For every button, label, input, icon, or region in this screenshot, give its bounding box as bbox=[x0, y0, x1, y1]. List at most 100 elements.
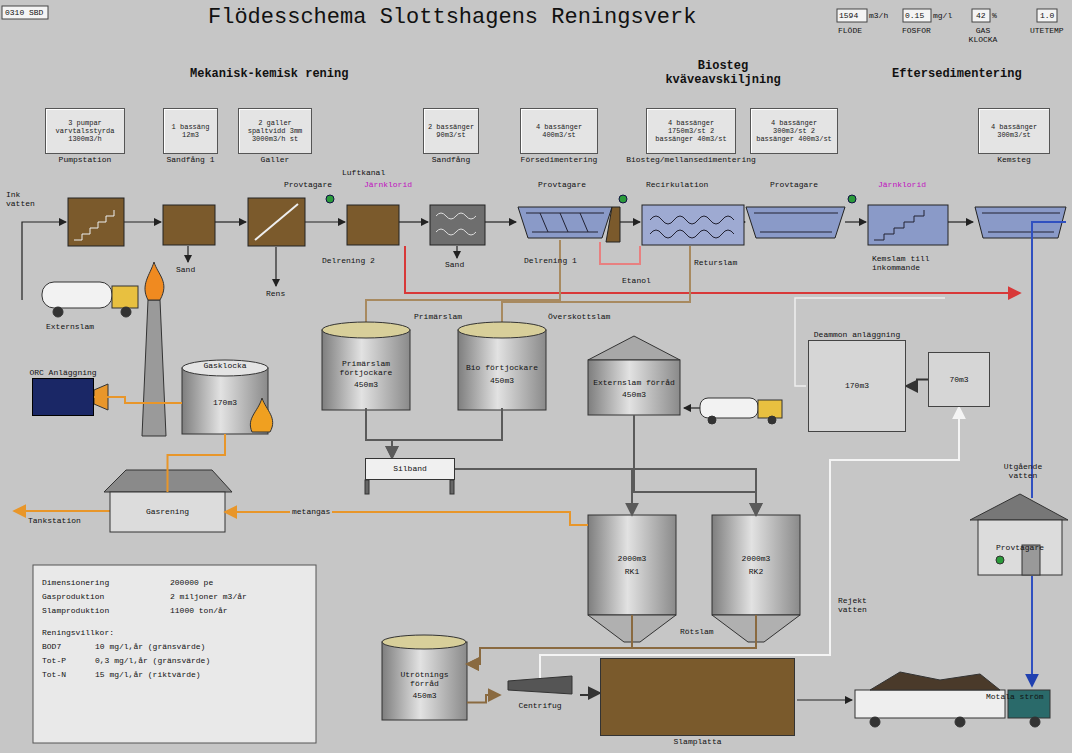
pipe-connector bbox=[634, 415, 756, 515]
pipe-label: metangas bbox=[290, 507, 332, 516]
pipe-connector bbox=[467, 615, 756, 664]
pipe-connector bbox=[225, 512, 588, 525]
label-text: Järnklorid bbox=[364, 180, 412, 189]
sample-sensors bbox=[326, 195, 856, 203]
label-text: Externslam bbox=[46, 322, 94, 331]
unit-caption: Gasklocka bbox=[203, 361, 246, 370]
label-text: 1594 bbox=[839, 11, 858, 20]
unit-caption: ORC Anläggning bbox=[29, 368, 96, 377]
label-text: Sand bbox=[176, 265, 195, 274]
pipe-connector bbox=[94, 397, 182, 403]
unit-text: 450m3 bbox=[490, 376, 514, 385]
unit-text: Gasrening bbox=[146, 507, 189, 516]
unit-text: 2000m3 bbox=[742, 554, 771, 563]
label-text: Etanol bbox=[622, 276, 651, 285]
label-text: Gasproduktion bbox=[42, 592, 104, 601]
label-text: UTETEMP bbox=[1030, 26, 1064, 35]
label-text: Biosteg kväveavskiljning bbox=[660, 60, 786, 88]
label-text: Provtagare bbox=[284, 180, 332, 189]
unit-text: Bio förtjockare bbox=[466, 363, 538, 372]
info-panel bbox=[33, 565, 316, 743]
label-text: 1.0 bbox=[1040, 11, 1054, 20]
unit-text: 450m3 bbox=[354, 380, 378, 389]
label-text: Motala ström bbox=[986, 692, 1044, 701]
label-text: 42 bbox=[976, 11, 986, 20]
label-text: mg/l bbox=[933, 11, 952, 20]
pipe-label: Rötslam bbox=[678, 627, 716, 636]
label-text: Överskottslam bbox=[548, 312, 610, 321]
unit-text: Primärslam förtjockare bbox=[325, 359, 407, 377]
plant-unit: 70m3 bbox=[928, 352, 990, 407]
pipe-connector bbox=[540, 407, 959, 678]
plant-unit: 2 bassänger 90m3/stSandfång bbox=[423, 108, 479, 154]
label-text: Luftkanal bbox=[342, 168, 385, 177]
unit-text: 2 galler spaltvidd 3mm 3000m3/h st bbox=[242, 119, 308, 143]
gas-plant bbox=[94, 262, 273, 532]
label-text: Tot-N bbox=[42, 670, 66, 679]
label-text: Delrening 2 bbox=[322, 256, 375, 265]
label-text: BOD7 bbox=[42, 642, 61, 651]
label-text: 0310 SBD bbox=[5, 8, 43, 17]
label-text: Kemslam till inkommande bbox=[872, 254, 942, 272]
trucks bbox=[42, 282, 1050, 727]
label-text: 2 miljoner m3/år bbox=[170, 592, 247, 601]
plant-unit: 2 galler spaltvidd 3mm 3000m3/h stGaller bbox=[238, 108, 312, 154]
unit-caption: Sandfång bbox=[432, 155, 470, 164]
pipe-label: Rejekt vatten bbox=[836, 596, 880, 614]
label-text: % bbox=[992, 11, 997, 20]
label-text: FOSFOR bbox=[902, 26, 931, 35]
label-text: Tot-P bbox=[42, 656, 66, 665]
plant-unit: 4 bassänger 400m3/stFörsedimentering bbox=[520, 108, 598, 154]
unit-text: 4 bassänger 300m3/st bbox=[982, 123, 1046, 139]
outlet-house bbox=[970, 494, 1068, 575]
pipe-connector bbox=[467, 615, 632, 664]
label-text: Ink vatten bbox=[6, 190, 36, 208]
plant-unit: Silband bbox=[365, 458, 455, 480]
unit-text: RK1 bbox=[625, 567, 639, 576]
label-text: Primärslam bbox=[414, 312, 462, 321]
label-text: Sand bbox=[445, 260, 464, 269]
pipe-connector bbox=[168, 434, 226, 492]
unit-text: 4 bassänger 400m3/st bbox=[524, 123, 594, 139]
label-text: Järnklorid bbox=[878, 180, 926, 189]
unit-text: 4 bassänger 300m3/st 2 bassänger 400m3/s… bbox=[754, 119, 834, 143]
process-basins bbox=[68, 198, 1066, 246]
unit-caption: Slamplatta bbox=[673, 737, 721, 746]
label-text: Dimensionering bbox=[42, 578, 109, 587]
diagram-title: Flödesschema Slottshagens Reningsverk bbox=[208, 5, 696, 30]
plant-unit: Primärslam förtjockare 450m3 bbox=[322, 340, 410, 408]
unit-text: Externslam förråd bbox=[593, 378, 675, 387]
plant-unit: Bio förtjockare 450m3 bbox=[458, 340, 546, 408]
label-text: 15 mg/l,år (riktvärde) bbox=[95, 670, 201, 679]
plant-unit: 1 bassäng 12m3Sandfång 1 bbox=[163, 108, 218, 154]
unit-text: Silband bbox=[393, 464, 427, 473]
unit-text: 170m3 bbox=[213, 398, 237, 407]
unit-caption: Pumpstation bbox=[59, 155, 112, 164]
unit-text: 3 pumpar varvtalsstyrda 1300m3/h bbox=[49, 119, 121, 143]
pipe-connector bbox=[467, 695, 500, 703]
plant-unit: Utrötnings förråd450m3 bbox=[382, 650, 467, 720]
unit-text: 4 bassänger 1750m3/st 2 bassänger 40m3/s… bbox=[650, 119, 732, 143]
label-text: Delrening 1 bbox=[524, 256, 577, 265]
unit-caption: Sandfång 1 bbox=[166, 155, 214, 164]
label-text: Provtagare bbox=[538, 180, 586, 189]
plant-unit: Provtagare bbox=[978, 520, 1062, 575]
unit-caption: Biosteg/mellansedimentering bbox=[626, 155, 756, 164]
unit-text: RK2 bbox=[749, 567, 763, 576]
label-text: Slamproduktion bbox=[42, 606, 109, 615]
pipe-connector bbox=[366, 408, 392, 458]
label-text: 10 mg/l,år (gränsvärde) bbox=[95, 642, 205, 651]
pipe-connector bbox=[455, 469, 632, 515]
plant-unit: 2000m3RK2 bbox=[712, 515, 800, 615]
label-text: Rens bbox=[266, 289, 285, 298]
unit-text: 70m3 bbox=[949, 375, 968, 384]
unit-caption: Deammon anläggning bbox=[814, 330, 900, 339]
label-text: Tankstation bbox=[28, 516, 81, 525]
unit-caption: Kemsteg bbox=[997, 155, 1031, 164]
plant-unit: Gasrening bbox=[110, 492, 225, 532]
unit-text: Provtagare bbox=[996, 543, 1044, 552]
plant-unit: Externslam förråd450m3 bbox=[588, 362, 680, 415]
unit-text: 2000m3 bbox=[618, 554, 647, 563]
unit-text: Utrötnings förråd bbox=[385, 670, 464, 688]
label-text: m3/h bbox=[869, 11, 888, 20]
